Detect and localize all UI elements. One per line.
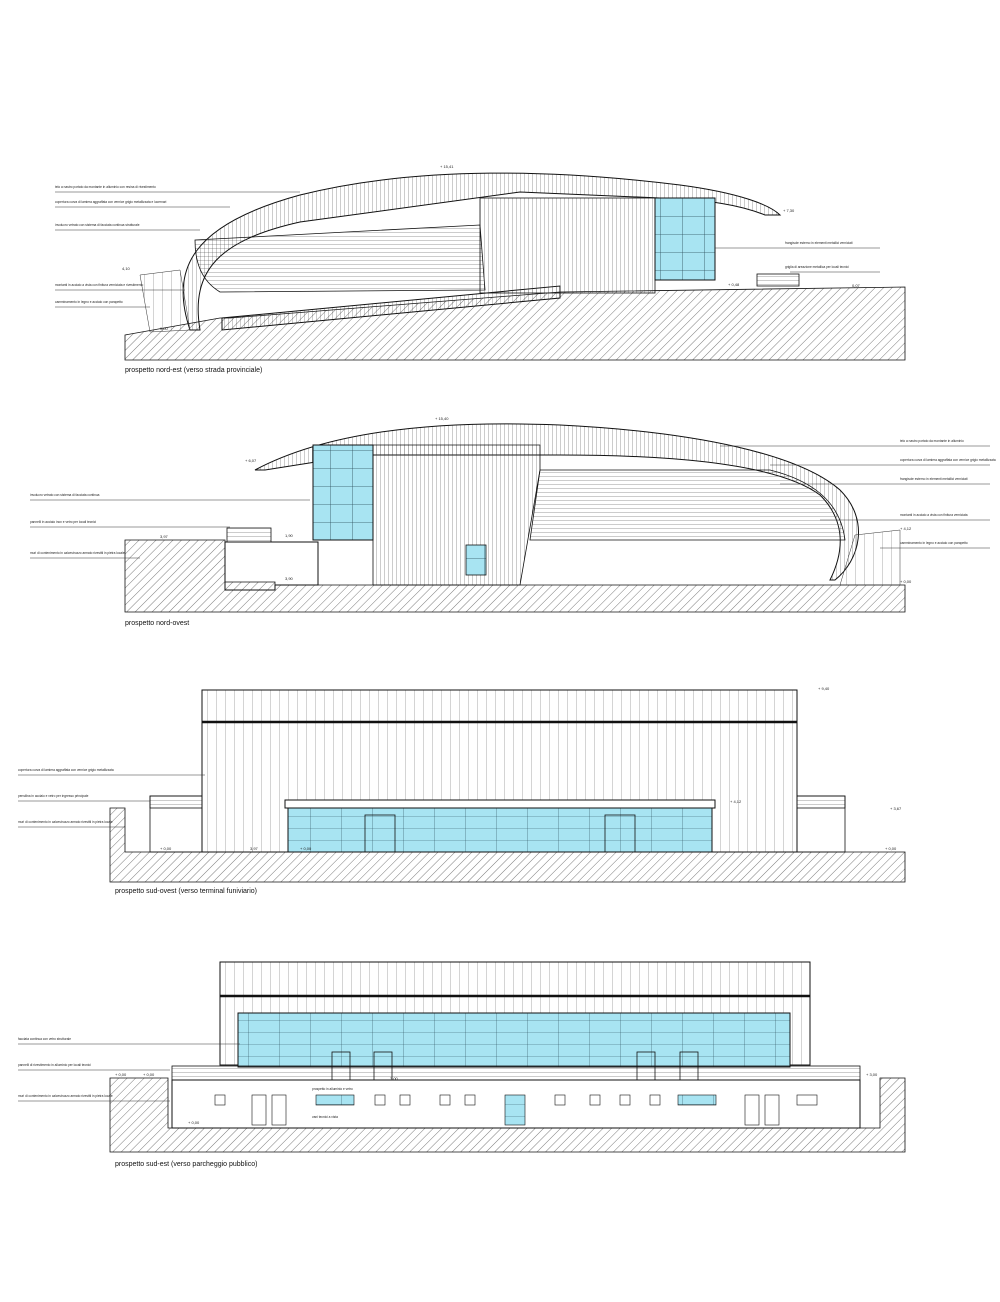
technical-box — [226, 527, 272, 543]
note: muri di contenimento in calcestruzzo arm… — [18, 820, 113, 824]
level-mid: 3,97 — [250, 846, 259, 851]
door-mid-left — [373, 1051, 393, 1081]
door-right — [604, 814, 636, 853]
level-left: + 6,07 — [245, 458, 257, 463]
canopy — [284, 799, 716, 809]
note: copertura curva di lamiera aggraffata co… — [18, 768, 114, 772]
level-top: + 15,41 — [440, 164, 454, 169]
level-door: + 0,00 — [300, 846, 312, 851]
notes-right: prospetto in alluminio e vetro vani tecn… — [312, 1087, 353, 1119]
level-bottom: + 0,00 — [188, 1120, 200, 1125]
ramp — [221, 285, 561, 331]
notes-left: facciata continua con vetro strutturale … — [18, 1037, 240, 1102]
level-mid-left: 3,97 — [160, 534, 169, 539]
elevation-nord-est: + 15,41 + 7,30 + 0,48 0,07 4,10 0,00 tel… — [55, 164, 906, 374]
level-left-ground: + 0,00 — [160, 846, 172, 851]
note: vani tecnici a vista — [312, 1115, 338, 1119]
note: facciata continua con vetro strutturale — [18, 1037, 71, 1041]
roof-shell — [182, 172, 782, 331]
technical-grille — [756, 273, 800, 287]
level-left: + 0,00 — [115, 1072, 127, 1077]
level-right-low: + 0,00 — [900, 579, 912, 584]
side-grille-right — [796, 795, 846, 809]
level-left-low: 0,00 — [160, 326, 169, 331]
ground-floor-windows — [214, 1094, 818, 1126]
elevation-caption: prospetto sud-est (verso parcheggio pubb… — [115, 1161, 257, 1168]
door-right — [679, 1051, 699, 1081]
note: pensilina in acciaio e vetro per ingress… — [18, 794, 89, 798]
notes-left: copertura curva di lamiera aggraffata co… — [18, 768, 205, 828]
stair-left — [139, 269, 191, 333]
note: camminamento in legno e acciaio con para… — [55, 300, 123, 304]
level-left-high: 4,10 — [122, 266, 131, 271]
door-mid-right — [636, 1051, 656, 1081]
notes-left: telo a nastro portato da montante in all… — [55, 185, 300, 308]
note: copertura curva di lamiera aggraffata co… — [55, 200, 167, 204]
elevation-caption: prospetto sud-ovest (verso terminal funi… — [115, 888, 257, 895]
wall-louvres — [194, 224, 486, 293]
door-left — [331, 1051, 351, 1081]
elevation-sud-est: + 0,00 + 0,00 + 3,00 + 0,00 3,00 facciat… — [18, 961, 906, 1168]
notes-right: frangisole esterno in elementi metallici… — [715, 241, 880, 273]
note: copertura curva di lamiera aggraffata co… — [900, 458, 996, 462]
note: griglia di areazione metallica per local… — [785, 265, 849, 269]
note: frangisole esterno in elementi metallici… — [785, 241, 853, 245]
level-right-ground: + 0,00 — [885, 846, 897, 851]
entrance-door — [465, 544, 487, 576]
note: telo a nastro portato da montante in all… — [900, 439, 964, 443]
notes-right: telo a nastro portato da montante in all… — [720, 439, 996, 549]
glazed-ground-floor — [287, 807, 713, 853]
note: pannelli in acciaio inox e vetro per loc… — [30, 520, 96, 524]
notes-left: involucro vetrato con sistema di facciat… — [30, 493, 310, 559]
note: camminamento in legno e acciaio con para… — [900, 541, 968, 545]
level-canopy: + 4,12 — [730, 799, 742, 804]
level-right: + 7,30 — [783, 208, 795, 213]
note: pannelli di rivestimento in alluminio pe… — [18, 1063, 91, 1067]
facade-vertical-cladding — [372, 444, 541, 586]
level-door: 1,90 — [285, 533, 294, 538]
stair-right — [839, 529, 901, 586]
note: involucro vetrato con sistema di facciat… — [55, 223, 140, 227]
level-right: + 3,67 — [890, 806, 902, 811]
glazed-facade — [654, 197, 716, 281]
level-mid: 3,00 — [390, 1076, 399, 1081]
ground-hatch — [109, 807, 906, 883]
note: muri di contenimento in calcestruzzo arm… — [30, 551, 125, 555]
note: prospetto in alluminio e vetro — [312, 1087, 353, 1091]
note: involucro vetrato con sistema di facciat… — [30, 493, 100, 497]
ground-hatch — [109, 1077, 906, 1153]
level-left2: + 0,00 — [143, 1072, 155, 1077]
parapet — [171, 1065, 861, 1081]
note: telo a nastro portato da montante in all… — [55, 185, 156, 189]
note: montanti in acciaio a vista con finitura… — [900, 513, 968, 517]
elevation-sud-ovest: + 9,40 + 4,12 + 3,67 + 0,00 + 0,00 + 0,0… — [18, 686, 906, 895]
side-grille-left — [149, 795, 203, 809]
level-top: + 15,40 — [435, 416, 449, 421]
note: frangisole esterno in elementi metallici… — [900, 477, 968, 481]
note: montanti in acciaio a vista con finitura… — [55, 283, 143, 287]
ground-floor — [171, 1079, 861, 1129]
elevation-caption: prospetto nord-est (verso strada provinc… — [125, 367, 262, 374]
level-base: 3,90 — [285, 576, 294, 581]
elevation-caption: prospetto nord-ovest — [125, 620, 189, 627]
glazed-facade — [312, 444, 374, 541]
note: muri di contenimento in calcestruzzo arm… — [18, 1094, 113, 1098]
glazed-facade — [237, 1012, 791, 1068]
level-right: + 3,00 — [866, 1072, 878, 1077]
wall-louvres — [529, 469, 846, 541]
technical-volume — [224, 541, 319, 591]
level-right-high: + 4,12 — [900, 526, 912, 531]
level-ground-right: 0,07 — [852, 283, 861, 288]
level-top: + 9,40 — [818, 686, 830, 691]
facade-vertical-cladding — [479, 197, 656, 294]
door-left — [364, 814, 396, 853]
level-ground-mid: + 0,48 — [728, 282, 740, 287]
roof-shell — [254, 423, 859, 581]
elevation-nord-ovest: + 15,40 + 6,07 3,97 1,90 3,90 + 4,12 + 0… — [30, 416, 996, 627]
